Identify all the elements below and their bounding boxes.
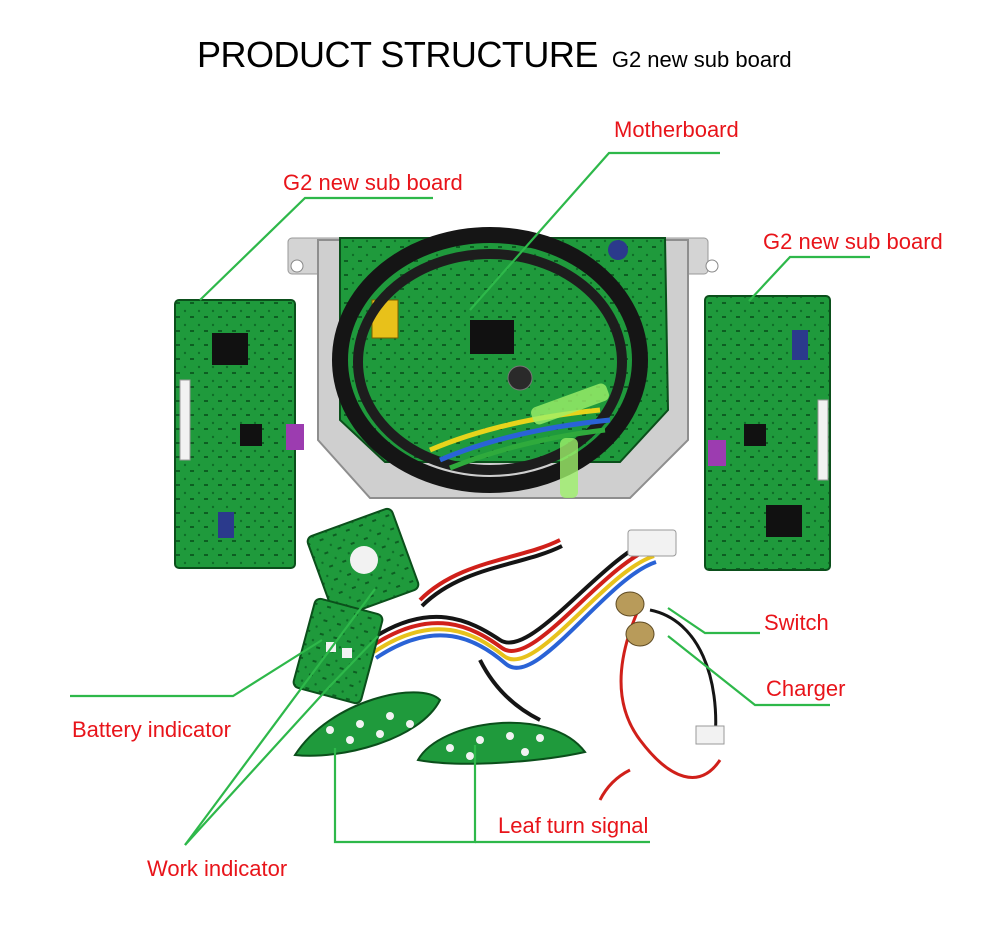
label-battery-indicator: Battery indicator bbox=[72, 717, 231, 742]
label-leaf-turn-signal: Leaf turn signal bbox=[498, 813, 649, 838]
leader-line-work-indicator-2 bbox=[184, 588, 376, 846]
sub-board-left bbox=[174, 299, 304, 569]
leader-line-battery-indicator bbox=[70, 639, 323, 698]
charger-component bbox=[598, 621, 725, 801]
leader-line-sub-board-left bbox=[199, 196, 433, 301]
label-charger: Charger bbox=[766, 676, 846, 701]
label-switch: Switch bbox=[764, 610, 829, 635]
label-work-indicator: Work indicator bbox=[147, 856, 288, 881]
title-sub: G2 new sub board bbox=[611, 47, 792, 72]
sub-board-right bbox=[704, 295, 831, 571]
label-motherboard: Motherboard bbox=[614, 117, 739, 142]
leaf-turn-signal-left bbox=[293, 691, 442, 757]
leader-line-sub-board-right bbox=[748, 255, 870, 302]
leader-lines bbox=[70, 151, 870, 846]
leader-line-motherboard bbox=[469, 151, 720, 311]
leaf-turn-signal-right bbox=[416, 721, 587, 765]
leader-line-work-indicator bbox=[184, 635, 379, 846]
motherboard-wire-bundle bbox=[332, 227, 648, 498]
switch-component bbox=[615, 591, 722, 779]
leader-line-leaf-turn-signal bbox=[333, 745, 477, 844]
label-sub-board-left: G2 new sub board bbox=[283, 170, 463, 195]
work-indicator-board bbox=[306, 507, 420, 619]
label-sub-board-right: G2 new sub board bbox=[763, 229, 943, 254]
title-main: PRODUCT STRUCTURE bbox=[197, 34, 598, 75]
battery-indicator-board bbox=[292, 597, 384, 705]
diagram-title: PRODUCT STRUCTURE G2 new sub board bbox=[197, 34, 792, 76]
leader-line-charger bbox=[667, 635, 830, 707]
indicator-wire-harness bbox=[368, 529, 677, 722]
leader-line-switch bbox=[667, 607, 760, 635]
